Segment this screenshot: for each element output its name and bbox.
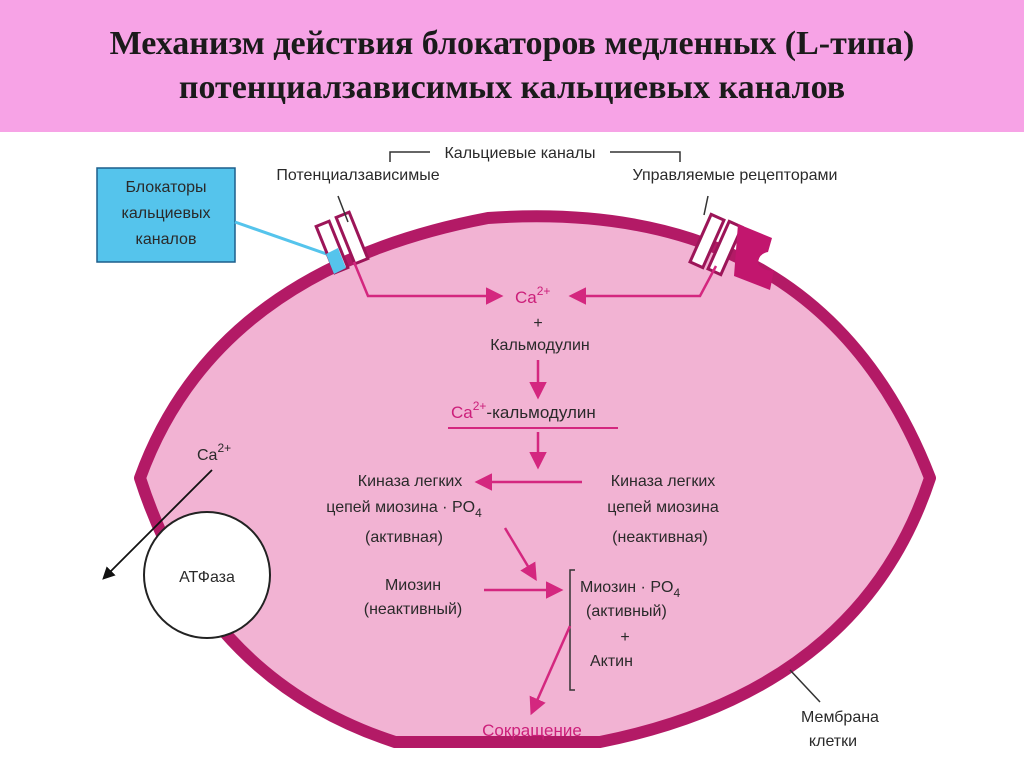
blockers-line-3: каналов	[136, 231, 197, 248]
receptor-channel-influx-arrow	[568, 265, 718, 305]
ca-out-label: Ca2+	[197, 441, 231, 464]
blocker-pointer-line	[234, 220, 339, 260]
plus-2: +	[620, 629, 629, 646]
membrane-label-line-1: Мембрана	[801, 709, 879, 726]
myosin-active-label: (активный)	[586, 603, 667, 620]
kinase-inactive-line-2: цепей миозина	[607, 499, 719, 516]
plus-1: +	[533, 315, 542, 332]
calmodulin-label: Кальмодулин	[490, 337, 590, 354]
voltage-channel-influx-arrow	[352, 261, 504, 305]
atpase-pump	[143, 511, 271, 639]
membrane-label-line-2: клетки	[809, 733, 857, 750]
actin-label: Актин	[590, 653, 633, 670]
channels-header: Кальциевые каналы	[444, 145, 595, 162]
channels-bracket	[389, 151, 681, 162]
voltage-channel-icon	[314, 195, 370, 275]
blockers-line-2: кальциевых	[122, 205, 211, 222]
contraction-label: Сокращение	[482, 721, 582, 740]
ca-top-label: Ca2+	[515, 284, 550, 307]
kinase-phosphorylation-arrow	[503, 527, 537, 582]
voltage-dependent-label: Потенциалзависимые	[276, 167, 439, 184]
blockers-box	[96, 167, 236, 263]
title-banner: Механизм действия блокаторов медленных (…	[0, 0, 1024, 132]
ca-calmodulin-label: Ca2+-кальмодулин	[451, 399, 596, 422]
title-line-1: Механизм действия блокаторов медленных (…	[109, 25, 915, 62]
kinase-active-line-3: (активная)	[365, 529, 443, 546]
atpase-label: АТФаза	[179, 569, 235, 586]
myosin-actin-bracket	[569, 569, 575, 691]
kinase-active-line-2: цепей миозина · PO4	[326, 499, 482, 520]
kinase-inactive-line-1: Киназа легких	[611, 473, 716, 490]
receptor-operated-label: Управляемые рецепторами	[633, 167, 838, 184]
ca-efflux-arrow	[102, 469, 213, 580]
blockers-line-1: Блокаторы	[125, 179, 206, 196]
membrane-pointer-line	[789, 669, 821, 703]
myosin-inactive-line-1: Миозин	[385, 577, 441, 594]
kinase-active-line-1: Киназа легких	[358, 473, 463, 490]
title-line-2: потенциалзависимых кальциевых каналов	[178, 69, 846, 106]
receptor-channel-icon	[688, 195, 774, 290]
contraction-arrow	[529, 625, 572, 716]
kinase-inactive-line-3: (неактивная)	[612, 529, 708, 546]
myosin-po4-label: Миозин · PO4	[580, 579, 680, 600]
myosin-inactive-line-2: (неактивный)	[364, 601, 463, 618]
